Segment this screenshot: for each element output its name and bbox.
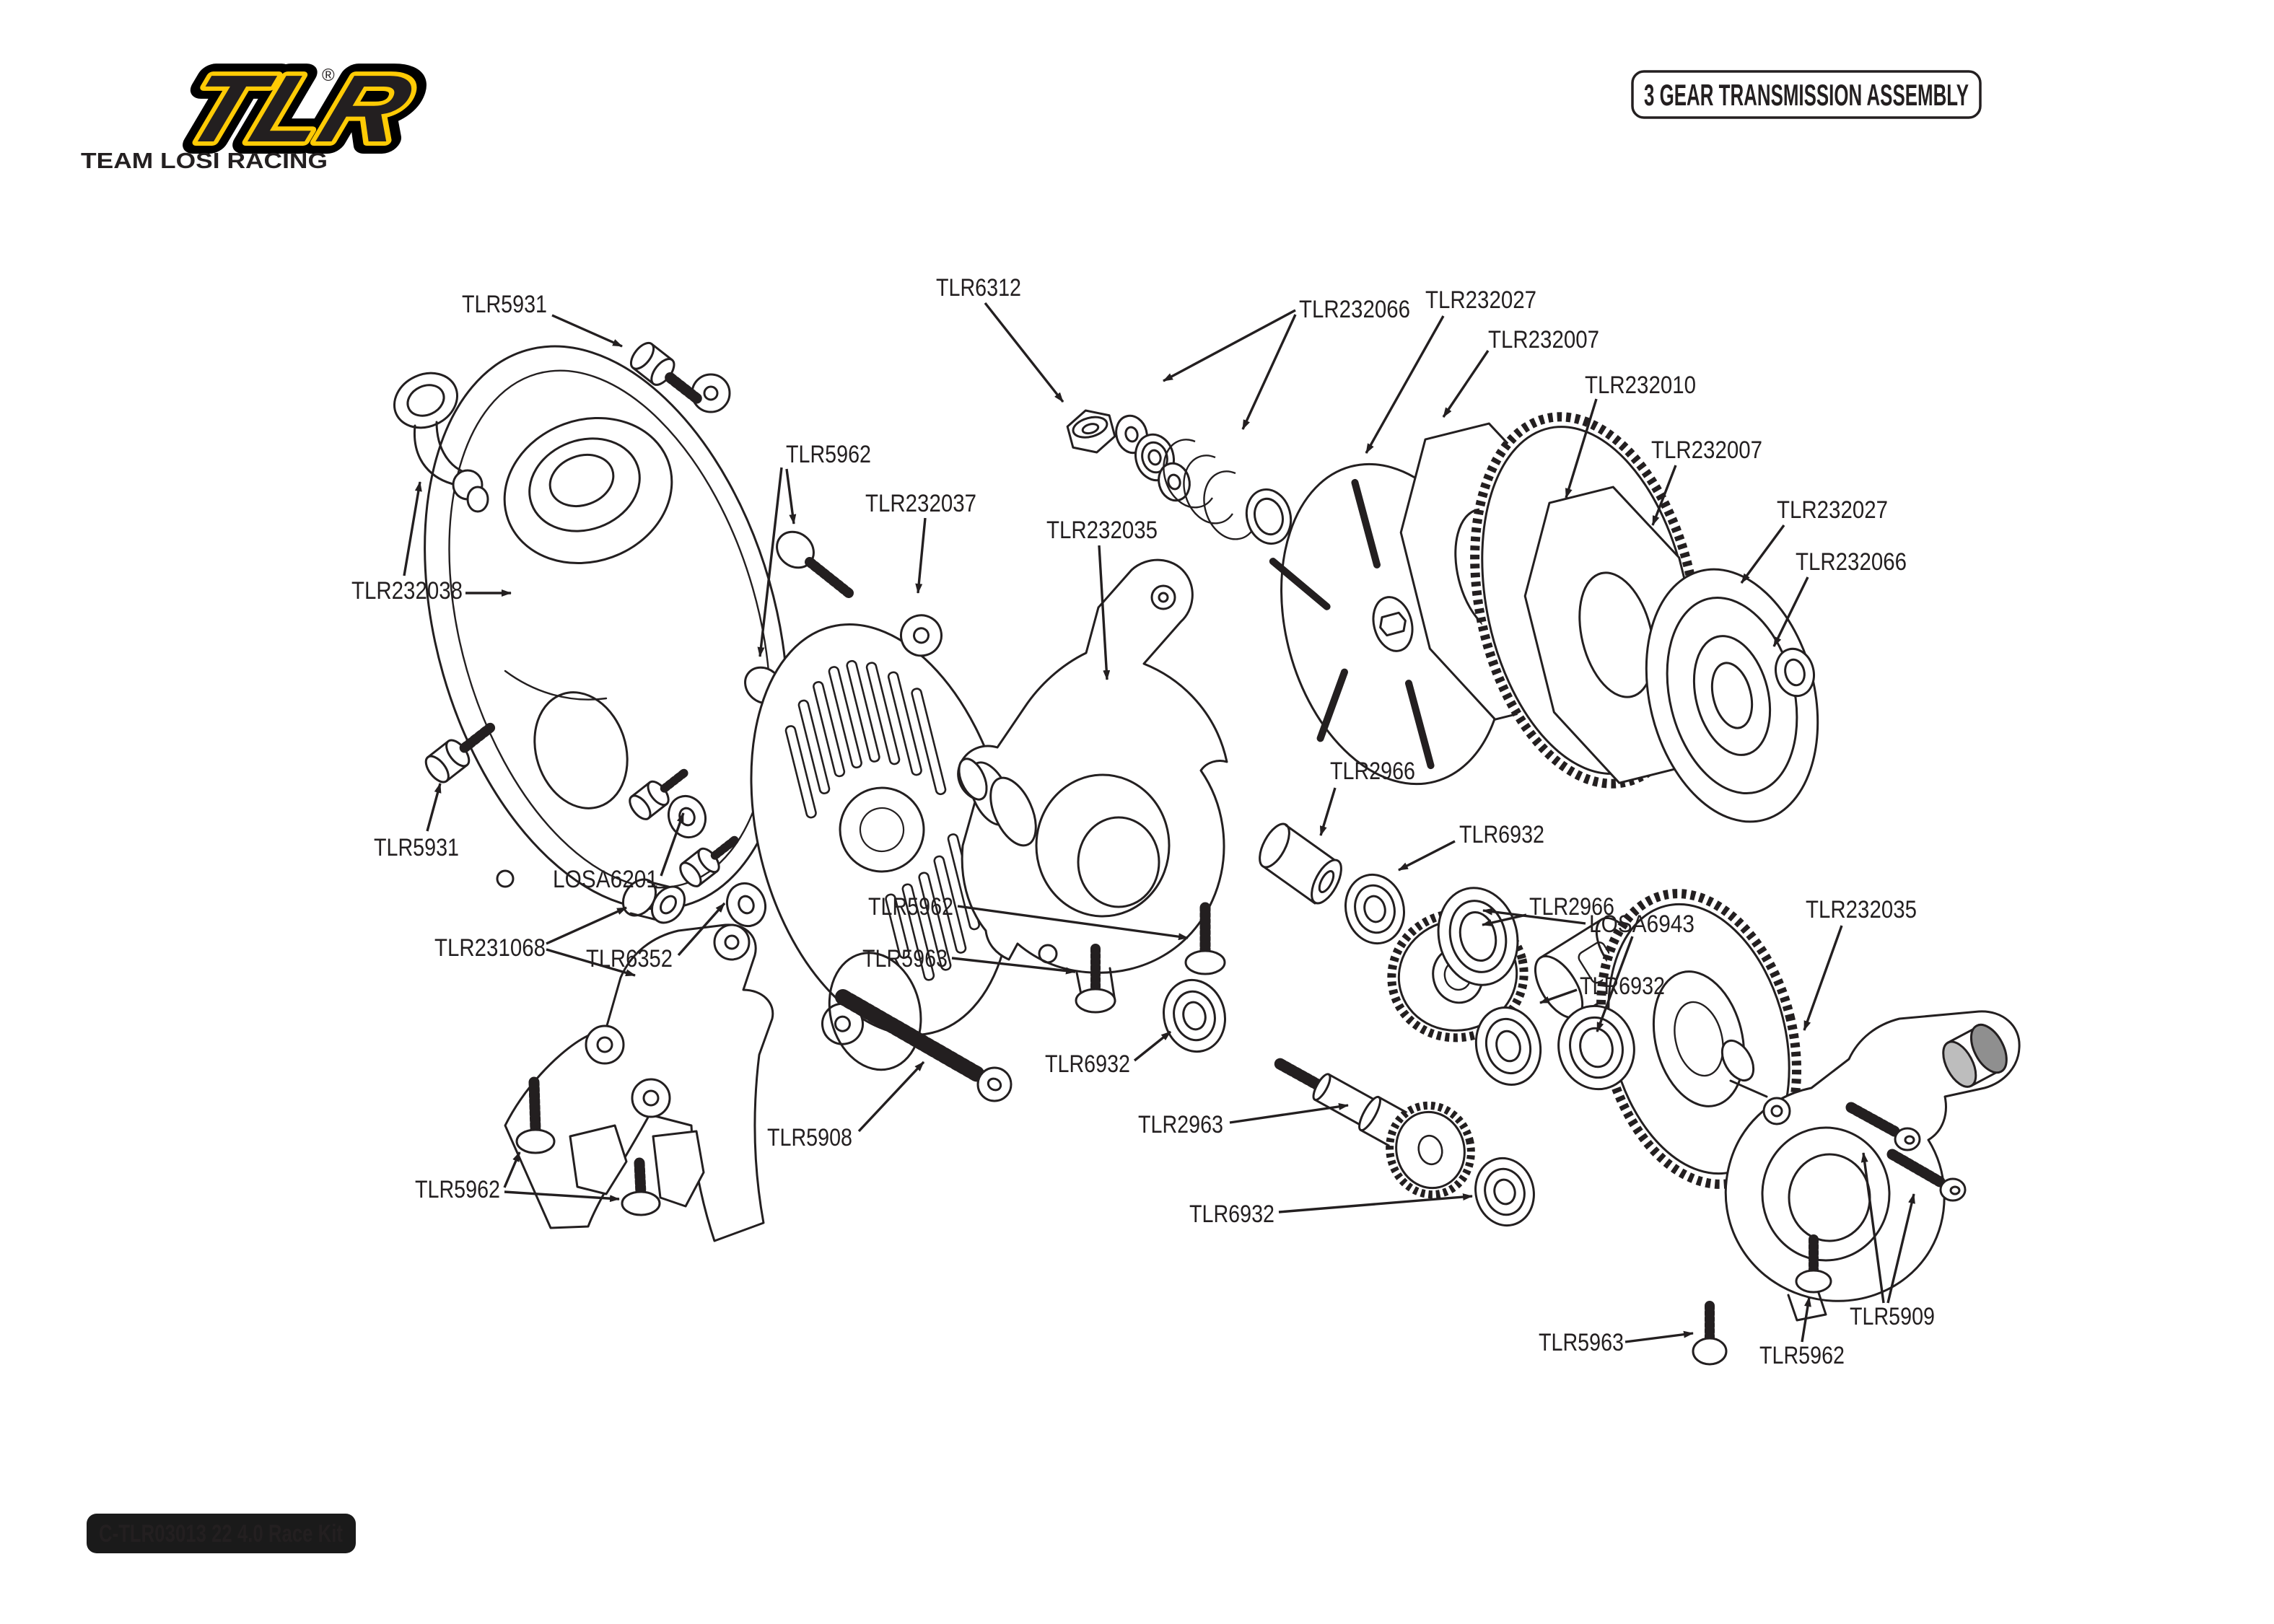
screw-and-shim-tlr6352 [679,835,766,928]
locknut-tlr6312-part [1066,409,1116,454]
label-tlr5931-top: TLR5931 [462,291,547,318]
label-tlr232035-right: TLR232035 [1806,896,1917,923]
label-losa6201: LOSA6201 [553,866,658,893]
registered-mark: ® [322,66,335,85]
label-tlr232035-left: TLR232035 [1046,517,1158,544]
label-tlr5962-upper: TLR5962 [786,441,871,468]
leader-lines [403,302,1915,1343]
idler-shaft-pin-part [1259,822,1342,905]
title-box: 3 GEAR TRANSMISSION ASSEMBLY [1631,70,1982,119]
label-tlr231068: TLR231068 [434,934,546,962]
slipper-spring-part [1163,439,1254,540]
bearing-tlr6932-third-part [1162,978,1227,1053]
screw-tlr5908 [835,989,1013,1102]
label-tlr6932-second: TLR6932 [1580,973,1665,1000]
tlr-logo: TLR TLR ® TEAM LOSI RACING [81,43,437,174]
label-tlr2966-gear: TLR2966 [1529,893,1614,921]
label-losa6943: LOSA6943 [1589,910,1694,938]
screw-tlr5963-mid [1075,944,1116,1014]
label-tlr5963-bottom-right: TLR5963 [1539,1329,1624,1356]
standoff-tlr231068-part [621,878,686,924]
kit-badge: C-TLR03013 22 4.0 Race Kit [87,1514,356,1553]
bearing-tlr6932-first-part [1344,873,1406,945]
label-tlr232027-right: TLR232027 [1777,496,1888,524]
kit-badge-label: C-TLR03013 22 4.0 Race Kit [99,1520,343,1548]
screw-tlr5909-b [1886,1149,1967,1202]
spring-washer-part [1245,488,1293,545]
label-tlr5962-bottom-right: TLR5962 [1759,1342,1845,1369]
logo-acronym: TLR [170,56,426,162]
label-tlr5963-mid: TLR5963 [862,945,948,973]
label-tlr232066-top: TLR232066 [1299,296,1410,323]
screw-tlr5962-bottom-left-b [621,1157,661,1216]
screw-tlr5909-a [1845,1102,1921,1151]
label-tlr2963: TLR2963 [1138,1111,1223,1138]
label-tlr232007-first: TLR232007 [1488,326,1599,354]
screw-tlr5931-lower [424,722,496,784]
spacer-ring-part [1775,647,1815,698]
label-tlr5908: TLR5908 [767,1124,852,1151]
label-tlr232037: TLR232037 [865,490,976,517]
brace-tlr231068-part [504,923,774,1242]
label-tlr5931-lower: TLR5931 [374,834,459,861]
label-tlr5909: TLR5909 [1850,1303,1935,1330]
pinion-gear-part [1386,1101,1475,1199]
label-tlr6312: TLR6312 [936,274,1021,302]
label-tlr232066-right: TLR232066 [1796,548,1907,576]
screw-tlr5962-mid [1184,902,1226,975]
washer-bearing-stack-part [1115,414,1191,502]
label-tlr2966-pin: TLR2966 [1330,758,1415,785]
bearing-tlr6932-fourth-part [1474,1156,1535,1227]
label-tlr5962-mid: TLR5962 [868,893,953,921]
label-tlr6932-fourth: TLR6932 [1189,1201,1274,1228]
bearing-losa6943-second-part [1557,1004,1635,1091]
label-tlr232010: TLR232010 [1585,372,1696,399]
cam-clip-part [393,372,489,513]
label-tlr5962-bottom-left: TLR5962 [415,1176,500,1203]
screw-tlr5962-upper-a [776,530,854,598]
motor-plate-part [750,614,1014,1071]
label-tlr232027-top: TLR232027 [1425,286,1536,314]
bearing-tlr6932-second-part [1474,1006,1542,1086]
logo-wordmark: TEAM LOSI RACING [81,148,328,173]
screw-tlr5962-bottom-left-a [515,1076,556,1154]
label-tlr232007-second: TLR232007 [1651,436,1762,464]
screw-tlr5962-bottom-right [1795,1234,1832,1294]
kit-badge-background [87,1514,356,1553]
gearbox-half-right-part [1720,1010,2021,1322]
label-tlr232038: TLR232038 [351,577,463,605]
page-title: 3 GEAR TRANSMISSION ASSEMBLY [1644,78,1969,112]
gearbox-half-left-part [957,558,1228,1010]
screw-tlr5931-top [629,341,703,404]
label-tlr6932-third: TLR6932 [1045,1050,1130,1078]
screw-tlr5963-bottom-right [1692,1301,1728,1366]
label-tlr6932-first: TLR6932 [1459,821,1544,848]
label-tlr6352: TLR6352 [586,945,673,973]
part-labels: TLR5931 TLR232038 TLR5931 LOSA6201 TLR63… [351,274,1935,1369]
title-box-border [1631,70,1982,119]
